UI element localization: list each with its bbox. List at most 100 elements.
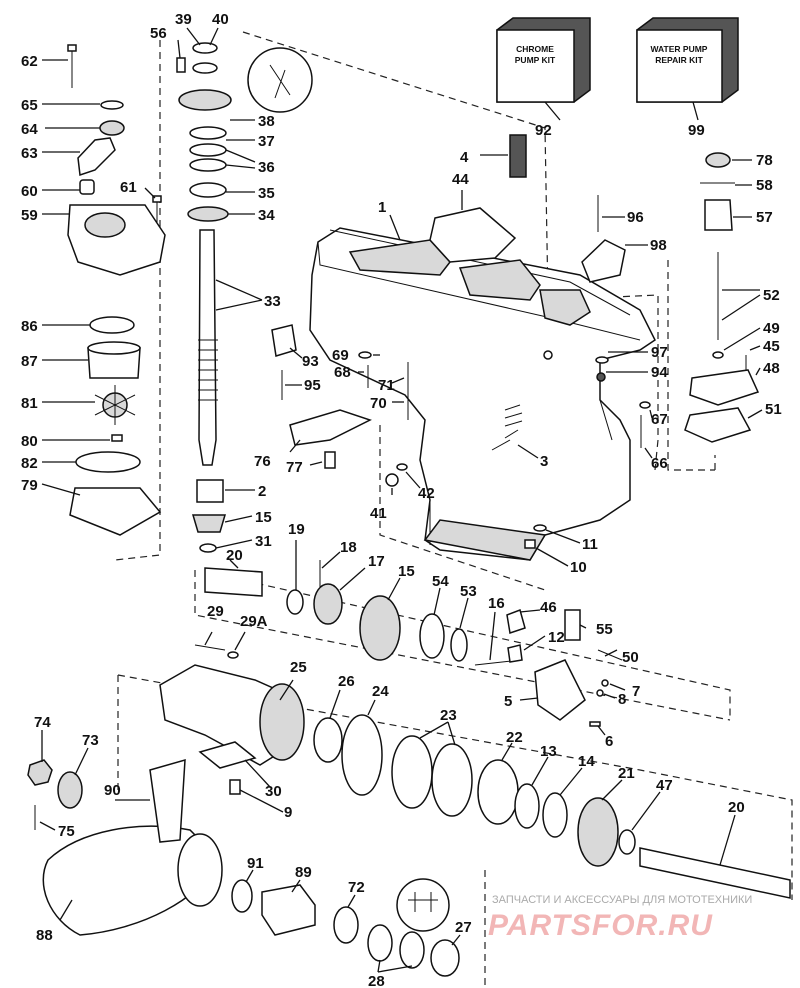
callout-99: 99	[688, 122, 705, 139]
callout-49: 49	[763, 320, 780, 337]
callout-71: 71	[378, 377, 395, 394]
callout-53: 53	[460, 583, 477, 600]
callout-33: 33	[264, 293, 281, 310]
callout-61: 61	[120, 179, 137, 196]
callout-11: 11	[582, 536, 598, 553]
callout-86: 86	[21, 318, 38, 335]
callout-66: 66	[651, 455, 668, 472]
callout-97: 97	[651, 344, 668, 361]
callout-47: 47	[656, 777, 673, 794]
callout-60: 60	[21, 183, 38, 200]
callout-41: 41	[370, 505, 387, 522]
callout-96: 96	[627, 209, 644, 226]
gearcase-housing	[309, 227, 656, 561]
callout-79: 79	[21, 477, 38, 494]
callout-34: 34	[258, 207, 275, 224]
callout-36: 36	[258, 159, 275, 176]
callout-37: 37	[258, 133, 275, 150]
callout-4: 4	[460, 149, 469, 166]
callout-52: 52	[763, 287, 780, 304]
callout-3: 3	[540, 453, 548, 470]
callout-numbers: 62 65 64 63 60 61 59 86 87 81 80 82 79 5…	[21, 11, 782, 988]
callout-93: 93	[302, 353, 319, 370]
callout-40: 40	[212, 11, 229, 28]
callout-5: 5	[504, 693, 512, 710]
callout-56: 56	[150, 25, 167, 42]
callout-80: 80	[21, 433, 38, 450]
callout-74: 74	[34, 714, 51, 731]
callout-69: 69	[332, 347, 349, 364]
callout-22: 22	[506, 729, 523, 746]
callout-10: 10	[570, 559, 587, 576]
callout-98: 98	[650, 237, 667, 254]
callout-26: 26	[338, 673, 355, 690]
callout-81: 81	[21, 395, 38, 412]
callout-65: 65	[21, 97, 38, 114]
callout-25: 25	[290, 659, 307, 676]
callout-20a: 20	[226, 547, 243, 564]
callout-12: 12	[548, 629, 565, 646]
leader-lines	[39, 27, 763, 973]
callout-35: 35	[258, 185, 275, 202]
chrome-kit-label-line2: PUMP KIT	[515, 55, 556, 65]
callout-70: 70	[370, 395, 387, 412]
callout-92: 92	[535, 122, 552, 139]
detail-callout-circles	[247, 47, 450, 932]
center-small-parts	[271, 134, 651, 549]
callout-76: 76	[254, 453, 271, 470]
callout-58: 58	[756, 177, 773, 194]
callout-8: 8	[618, 691, 626, 708]
callout-28: 28	[368, 973, 385, 988]
callout-18: 18	[340, 539, 357, 556]
callout-87: 87	[21, 353, 38, 370]
callout-30: 30	[265, 783, 282, 800]
callout-67: 67	[651, 411, 668, 428]
callout-68: 68	[334, 364, 351, 381]
callout-45: 45	[763, 338, 780, 355]
callout-63: 63	[21, 145, 38, 162]
callout-91: 91	[247, 855, 264, 872]
callout-42: 42	[418, 485, 435, 502]
callout-50: 50	[622, 649, 639, 666]
chrome-pump-kit-box: CHROME PUMP KIT	[496, 17, 591, 103]
callout-6: 6	[605, 733, 613, 750]
lower-gear-unit	[159, 560, 791, 899]
callout-88: 88	[36, 927, 53, 944]
callout-51: 51	[765, 401, 782, 418]
right-pump-parts	[684, 152, 760, 443]
callout-73: 73	[82, 732, 99, 749]
callout-54: 54	[432, 573, 449, 590]
callout-90: 90	[104, 782, 121, 799]
callout-20b: 20	[728, 799, 745, 816]
callout-82: 82	[21, 455, 38, 472]
callout-64: 64	[21, 121, 38, 138]
callout-89: 89	[295, 864, 312, 881]
callout-23: 23	[440, 707, 457, 724]
callout-2: 2	[258, 483, 266, 500]
callout-19: 19	[288, 521, 305, 538]
water-pump-repair-kit-box: WATER PUMP REPAIR KIT	[636, 17, 739, 103]
callout-95: 95	[304, 377, 321, 394]
callout-15b: 15	[398, 563, 415, 580]
propeller-group	[27, 758, 460, 977]
callout-62: 62	[21, 53, 38, 70]
callout-78: 78	[756, 152, 773, 169]
callout-13: 13	[540, 743, 557, 760]
callout-59: 59	[21, 207, 38, 224]
driveshaft-assembly	[176, 42, 232, 553]
callout-7: 7	[632, 683, 640, 700]
water-kit-label-line2: REPAIR KIT	[655, 55, 703, 65]
watermark: ЗАПЧАСТИ И АКСЕССУАРЫ ДЛЯ МОТОТЕХНИКИ PA…	[488, 894, 752, 942]
callout-24: 24	[372, 683, 389, 700]
watermark-tagline: ЗАПЧАСТИ И АКСЕССУАРЫ ДЛЯ МОТОТЕХНИКИ	[492, 894, 752, 906]
callout-48: 48	[763, 360, 780, 377]
callout-21: 21	[618, 765, 635, 782]
callout-77: 77	[286, 459, 303, 476]
callout-17: 17	[368, 553, 385, 570]
callout-27: 27	[455, 919, 472, 936]
callout-75: 75	[58, 823, 75, 840]
callout-39: 39	[175, 11, 192, 28]
callout-31: 31	[255, 533, 272, 550]
callout-38: 38	[258, 113, 275, 130]
